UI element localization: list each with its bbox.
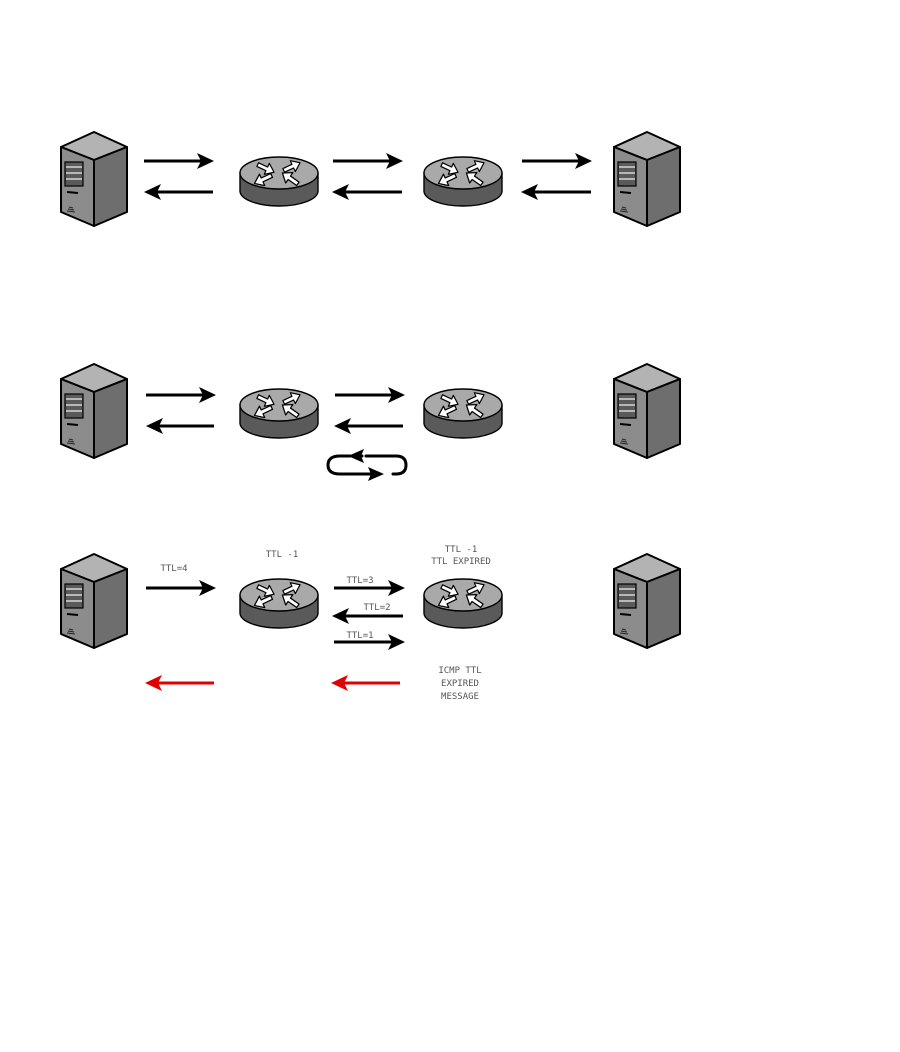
icmp-label-line3: MESSAGE — [441, 692, 479, 702]
router-icon — [240, 157, 318, 206]
router-icon — [424, 579, 502, 628]
arrows-scene1 — [144, 153, 592, 200]
server-tower-icon — [613, 363, 681, 459]
ttl-expired-label: TTL EXPIRED — [431, 557, 491, 567]
ttl-initial-label: TTL=4 — [160, 564, 187, 574]
server-tower-icon — [613, 131, 681, 227]
router1-ttl-label: TTL -1 — [266, 550, 299, 560]
router2-ttl-label: TTL -1 — [445, 545, 478, 555]
ttl-hop-c-label: TTL=1 — [346, 631, 373, 641]
routing-loop-icon — [326, 449, 408, 481]
ttl-hop-a-label: TTL=3 — [346, 576, 373, 586]
server-tower-icon — [60, 131, 128, 227]
icmp-label-line2: EXPIRED — [441, 679, 479, 689]
icmp-arrows — [145, 675, 400, 691]
router-icon — [424, 157, 502, 206]
server-tower-icon — [613, 553, 681, 649]
router-icon — [240, 389, 318, 438]
server-tower-icon — [60, 363, 128, 459]
router-icon — [240, 579, 318, 628]
ttl-hop-b-label: TTL=2 — [363, 603, 390, 613]
router-icon — [424, 389, 502, 438]
server-tower-icon — [60, 553, 128, 649]
icmp-label-line1: ICMP TTL — [438, 666, 481, 676]
arrows-scene2 — [146, 387, 405, 434]
arrows-scene3 — [146, 580, 405, 650]
